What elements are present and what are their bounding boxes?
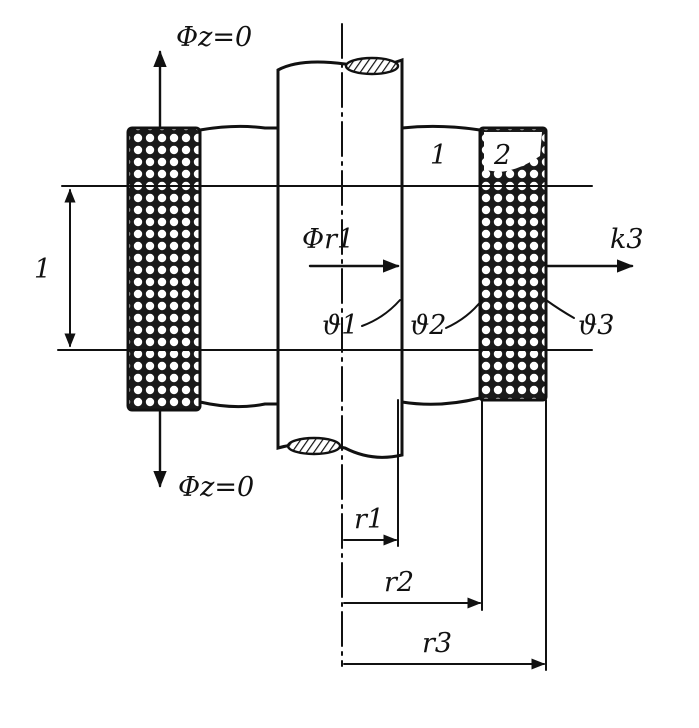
flux-top-label: Φz=0	[176, 22, 252, 53]
theta2-label: ϑ2	[410, 310, 446, 341]
unit-length-label: 1	[34, 254, 51, 285]
theta1-leader	[361, 299, 401, 327]
theta3-label: ϑ3	[578, 310, 614, 341]
central-rod	[276, 56, 404, 459]
r3-label: r3	[422, 628, 452, 659]
r2-label: r2	[384, 567, 414, 598]
k3-label: k3	[610, 224, 644, 255]
flux-bottom-label: Φz=0	[178, 472, 254, 503]
flux-radial-label: Φr1	[302, 224, 354, 255]
theta3-leader	[545, 299, 575, 319]
theta2-leader	[445, 299, 483, 329]
gap-outline	[198, 124, 482, 409]
right-wall-top-clear	[484, 132, 542, 172]
left-wall	[126, 126, 202, 412]
right-wall	[478, 126, 548, 402]
rod-section-bottom	[286, 436, 342, 456]
region-1-label: 1	[430, 140, 447, 171]
r1-label: r1	[354, 504, 384, 535]
theta1-label: ϑ1	[322, 310, 358, 341]
rod-section-top	[344, 56, 400, 76]
region-2-label: 2	[493, 140, 511, 171]
